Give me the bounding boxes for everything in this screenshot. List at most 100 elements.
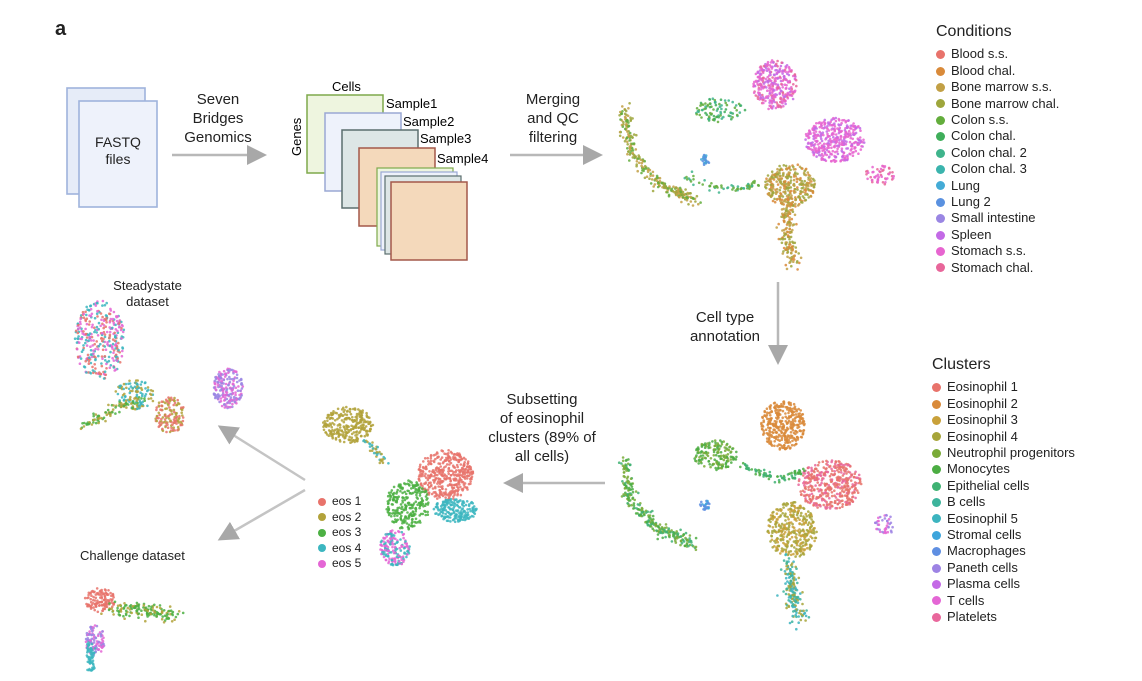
conditions-legend-label: Lung	[951, 177, 980, 193]
clusters-legend-item: Eosinophil 4	[932, 429, 1075, 445]
steadystate-umap	[73, 299, 245, 434]
legend-dot-icon	[936, 82, 945, 92]
legend-dot-icon	[936, 197, 945, 207]
legend-dot-icon	[936, 99, 945, 109]
legend-dot-icon	[936, 115, 945, 125]
conditions-legend-label: Blood s.s.	[951, 46, 1009, 62]
legend-dot-icon	[932, 448, 941, 458]
clusters-legend-label: B cells	[947, 494, 986, 510]
legend-dot-icon	[936, 263, 945, 273]
clusters-legend-item: Neutrophil progenitors	[932, 445, 1075, 461]
conditions-legend-label: Bone marrow chal.	[951, 95, 1060, 111]
sample4-label: Sample4	[437, 151, 488, 166]
clusters-legend-label: Platelets	[947, 609, 997, 625]
clusters-legend-item: B cells	[932, 494, 1075, 510]
conditions-legend-item: Stomach chal.	[936, 260, 1059, 276]
conditions-legend-label: Stomach chal.	[951, 259, 1034, 275]
eos-legend-item: eos 4	[318, 541, 361, 557]
legend-dot-icon	[936, 230, 945, 240]
eos-legend-item: eos 2	[318, 510, 361, 526]
clusters-legend-label: Neutrophil progenitors	[947, 445, 1075, 461]
clusters-legend-item: Monocytes	[932, 461, 1075, 477]
clusters-title: Clusters	[932, 356, 991, 373]
legend-dot-icon	[932, 514, 941, 524]
eos-legend-item: eos 5	[318, 556, 361, 572]
clusters-legend-item: Eosinophil 5	[932, 511, 1075, 527]
conditions-legend-item: Small intestine	[936, 210, 1059, 226]
conditions-umap	[618, 59, 895, 271]
conditions-legend-item: Colon chal. 2	[936, 145, 1059, 161]
clusters-legend-label: Monocytes	[947, 461, 1010, 477]
clusters-legend-label: Eosinophil 5	[947, 510, 1018, 526]
conditions-legend-label: Bone marrow s.s.	[951, 79, 1053, 95]
clusters-legend-label: Plasma cells	[947, 576, 1020, 592]
clusters-legend-item: Macrophages	[932, 543, 1075, 559]
clusters-legend-label: Stromal cells	[947, 527, 1022, 543]
clusters-legend-item: Paneth cells	[932, 560, 1075, 576]
legend-dot-icon	[932, 383, 941, 393]
fastq-files-icon	[66, 87, 158, 208]
eos-legend-item: eos 1	[318, 494, 361, 510]
conditions-legend-label: Colon s.s.	[951, 112, 1009, 128]
eos-legend-label: eos 2	[332, 509, 362, 524]
clusters-legend-label: Macrophages	[947, 543, 1026, 559]
legend-dot-icon	[318, 497, 326, 506]
legend-dot-icon	[936, 132, 945, 142]
conditions-legend-item: Colon s.s.	[936, 112, 1059, 128]
eos-legend-label: eos 3	[332, 525, 362, 539]
conditions-legend-label: Spleen	[951, 226, 992, 242]
legend-dot-icon	[932, 415, 941, 425]
gene-cell-matrix-icon: Cells Genes Sample1 Sample2 Sample3 Samp…	[289, 79, 488, 261]
panel-label: a	[55, 18, 67, 40]
eos-legend-label: eos 1	[332, 494, 362, 508]
clusters-legend-item: Epithelial cells	[932, 478, 1075, 494]
clusters-legend-item: Plasma cells	[932, 576, 1075, 592]
clusters-legend-item: Eosinophil 2	[932, 396, 1075, 412]
conditions-legend-item: Colon chal. 3	[936, 161, 1059, 177]
legend-dot-icon	[936, 246, 945, 256]
eos-legend-item: eos 3	[318, 525, 361, 541]
conditions-legend-item: Lung	[936, 178, 1059, 194]
legend-dot-icon	[932, 432, 941, 442]
legend-dot-icon	[318, 513, 326, 522]
clusters-umap	[617, 400, 894, 631]
conditions-title: Conditions	[936, 23, 1012, 40]
conditions-legend-label: Colon chal. 2	[951, 144, 1027, 160]
arrow-6	[217, 488, 306, 541]
legend-dot-icon	[936, 164, 945, 174]
conditions-legend-item: Colon chal.	[936, 128, 1059, 144]
legend-dot-icon	[932, 563, 941, 573]
clusters-legend-label: Eosinophil 4	[947, 428, 1018, 444]
conditions-legend-item: Bone marrow chal.	[936, 96, 1059, 112]
legend-dot-icon	[932, 465, 941, 475]
conditions-legend-item: Bone marrow s.s.	[936, 79, 1059, 95]
legend-dot-icon	[318, 544, 326, 553]
challenge-title: Challenge dataset	[80, 548, 185, 563]
legend-dot-icon	[932, 612, 941, 622]
legend-dot-icon	[318, 528, 326, 537]
legend-dot-icon	[932, 399, 941, 409]
legend-dot-icon	[936, 50, 945, 60]
conditions-legend-item: Blood chal.	[936, 63, 1059, 79]
conditions-legend: Conditions Blood s.s.Blood chal.Bone mar…	[936, 23, 1059, 276]
legend-dot-icon	[932, 596, 941, 606]
legend-dot-icon	[936, 148, 945, 158]
legend-dot-icon	[318, 559, 326, 568]
clusters-legend-label: T cells	[947, 592, 985, 608]
legend-dot-icon	[932, 547, 941, 557]
conditions-legend-item: Spleen	[936, 227, 1059, 243]
conditions-legend-item: Stomach s.s.	[936, 243, 1059, 259]
sample2-label: Sample2	[403, 114, 454, 129]
conditions-legend-label: Lung 2	[951, 194, 991, 210]
legend-dot-icon	[936, 181, 945, 191]
clusters-legend-label: Eosinophil 1	[947, 379, 1018, 395]
genes-label: Genes	[289, 117, 304, 156]
